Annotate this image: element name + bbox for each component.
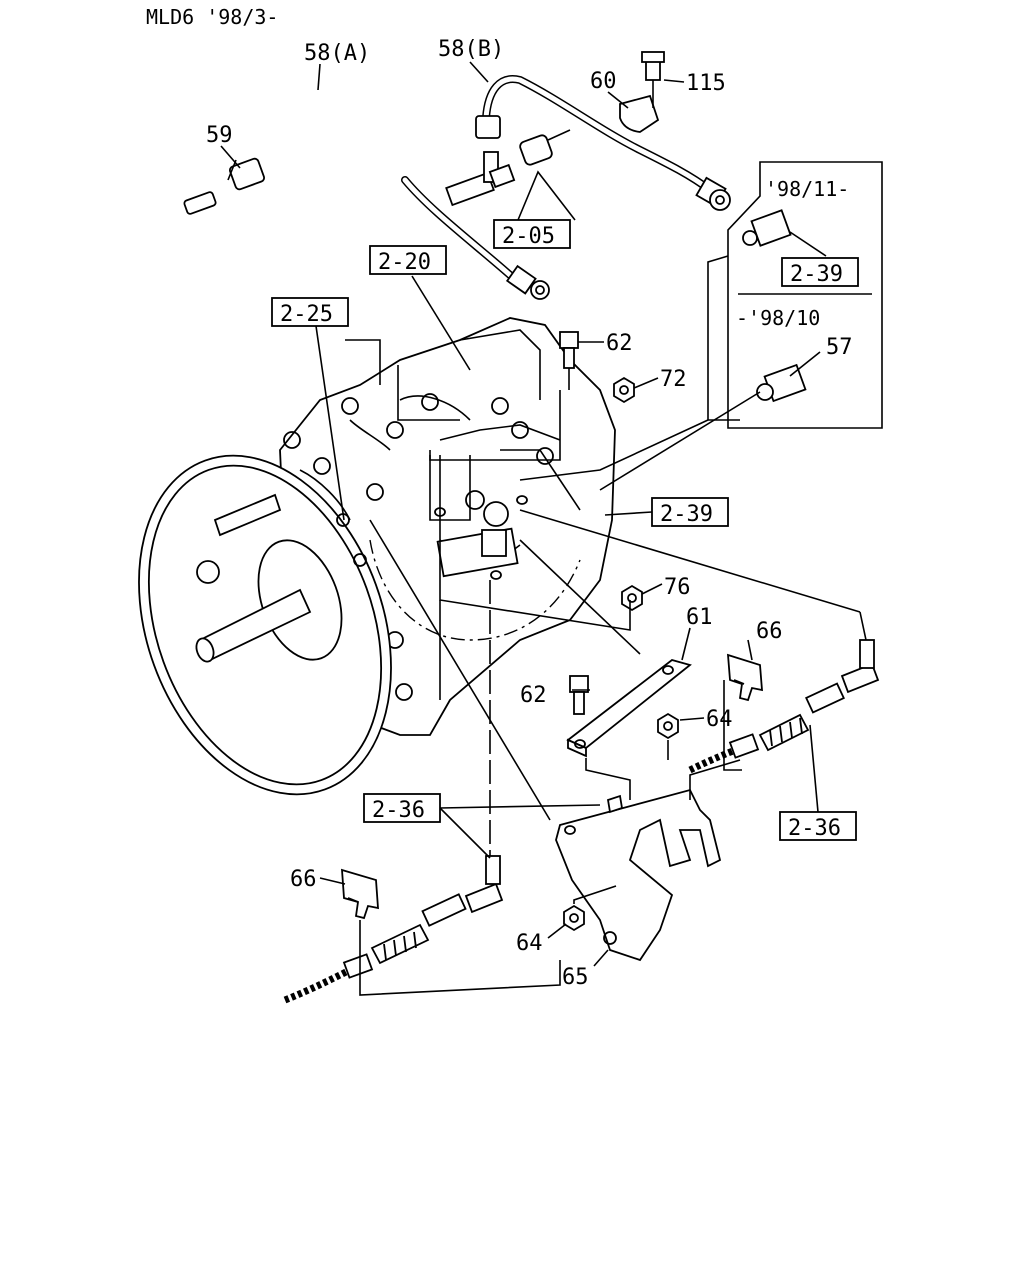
svg-text:2-05: 2-05 bbox=[502, 224, 555, 249]
bolt-62-lower bbox=[569, 675, 589, 715]
bell-housing-flange bbox=[138, 454, 392, 796]
label-59: 59 bbox=[206, 123, 233, 148]
svg-text:2-25: 2-25 bbox=[280, 302, 333, 327]
label-61: 61 bbox=[686, 605, 713, 630]
svg-text:2-20: 2-20 bbox=[378, 250, 431, 275]
ref-box-2-39-main: 2-39 bbox=[651, 497, 729, 527]
model-header: MLD6 '98/3- bbox=[146, 5, 278, 29]
hose-58b bbox=[475, 75, 731, 211]
clip-66-left bbox=[341, 868, 379, 920]
bolt-62-upper bbox=[559, 331, 579, 390]
svg-text:2-39: 2-39 bbox=[660, 502, 713, 527]
ref-box-2-05: 2-05 bbox=[493, 219, 571, 249]
svg-text:2-39: 2-39 bbox=[790, 262, 843, 287]
ref-box-2-20: 2-20 bbox=[369, 245, 447, 275]
ref-box-2-36-right: 2-36 bbox=[779, 811, 857, 841]
clip-66-right bbox=[726, 653, 763, 702]
bracket-61 bbox=[566, 659, 692, 758]
inset-box bbox=[727, 161, 883, 429]
ref-box-2-25: 2-25 bbox=[271, 297, 349, 327]
nut-64-left bbox=[563, 904, 585, 932]
svg-text:2-36: 2-36 bbox=[372, 798, 425, 823]
nut-64-right bbox=[657, 712, 679, 740]
leader-lines bbox=[220, 61, 867, 996]
inset-top-range: '98/11- bbox=[765, 177, 849, 201]
svg-text:2-36: 2-36 bbox=[788, 816, 841, 841]
tee-fitting-2-05 bbox=[445, 129, 571, 207]
label-76: 76 bbox=[664, 575, 691, 600]
label-66-right: 66 bbox=[756, 619, 783, 644]
cable-right-2-36 bbox=[688, 639, 880, 774]
label-66-left: 66 bbox=[290, 867, 317, 892]
nut-72 bbox=[613, 376, 635, 404]
label-58b: 58(B) bbox=[438, 37, 504, 62]
shift-valve-assembly bbox=[434, 495, 528, 580]
inset-bottom-range: -'98/10 bbox=[736, 306, 820, 330]
clip-60 bbox=[619, 51, 665, 133]
hose-58a bbox=[147, 79, 550, 300]
label-115: 115 bbox=[686, 71, 726, 96]
label-57: 57 bbox=[826, 335, 853, 360]
nut-76 bbox=[621, 584, 643, 612]
label-62-upper: 62 bbox=[606, 331, 633, 356]
label-72: 72 bbox=[660, 367, 687, 392]
bracket-65 bbox=[555, 788, 722, 962]
ref-box-2-39-inset: 2-39 bbox=[781, 257, 859, 287]
label-62-lower: 62 bbox=[520, 683, 547, 708]
label-58a: 58(A) bbox=[304, 41, 370, 66]
cable-left-2-36 bbox=[283, 855, 504, 1004]
label-60: 60 bbox=[590, 69, 617, 94]
label-64-left: 64 bbox=[516, 931, 543, 956]
connector-59 bbox=[227, 157, 265, 191]
label-65: 65 bbox=[562, 965, 589, 990]
ref-box-2-36-left: 2-36 bbox=[363, 793, 441, 823]
label-64-right: 64 bbox=[706, 707, 733, 732]
